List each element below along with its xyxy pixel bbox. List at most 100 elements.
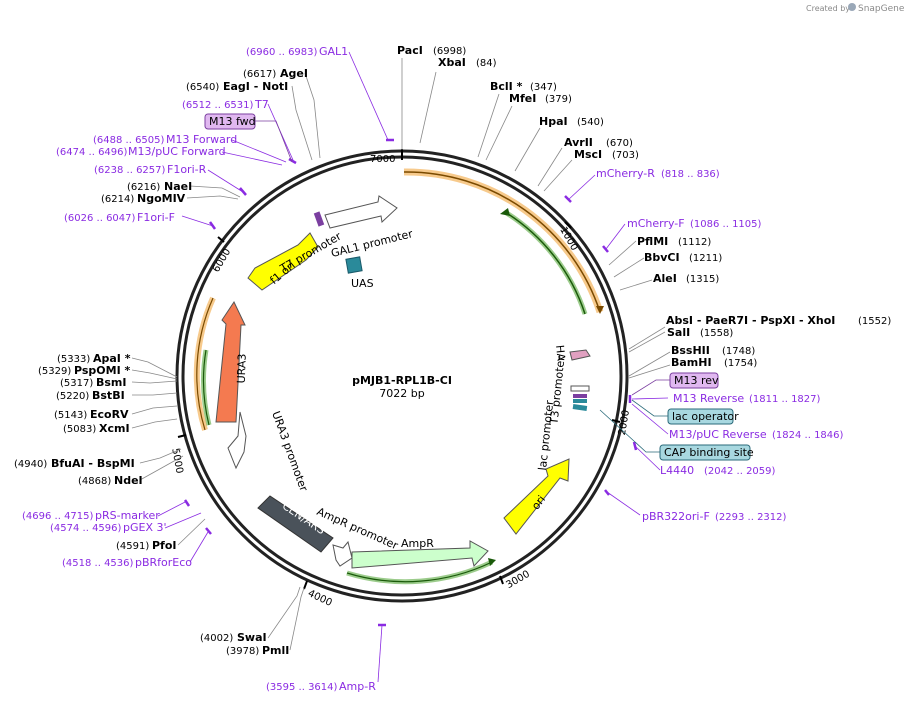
green-track-bottom-arrow-icon <box>488 558 496 566</box>
site-xhoi-group-pos: (1552) <box>858 316 891 327</box>
feature-ampr: AmpR <box>351 537 489 569</box>
primer-pbrforeco: pBRforEco <box>135 556 192 569</box>
primer-t7: T7 <box>254 98 269 111</box>
site-msci: MscI <box>574 148 602 161</box>
primer-mcherry-r-pos: (818 .. 836) <box>661 169 720 180</box>
orange-track-line <box>403 171 601 313</box>
credit-prefix: Created by <box>806 4 850 13</box>
primer-t7-pos: (6512 .. 6531) <box>182 100 254 111</box>
feature-gal1-promoter: T7 promoter GAL1 promoter <box>277 195 415 276</box>
primer-mcherry-f-pos: (1086 .. 1105) <box>690 219 762 230</box>
primer-l4440-pos: (2042 .. 2059) <box>704 466 776 477</box>
site-alei-pos: (1315) <box>686 274 719 285</box>
site-xbai: XbaI <box>438 56 466 69</box>
site-agei: AgeI <box>280 67 308 80</box>
site-bsmi-pos: (5317) <box>60 378 93 389</box>
site-pmli-pos: (3978) <box>226 646 259 657</box>
site-ecorv: EcoRV <box>90 408 129 421</box>
green-track-right-line <box>504 211 586 315</box>
label-uas: UAS <box>351 277 374 290</box>
site-xcmi-pos: (5083) <box>63 424 96 435</box>
primer-m13-reverse-pos: (1811 .. 1827) <box>749 394 821 405</box>
site-agei-pos: (6617) <box>243 69 276 80</box>
site-sali: SalI <box>667 326 690 339</box>
primer-m13-puc-reverse-pos: (1824 .. 1846) <box>772 430 844 441</box>
green-track-bottom-line <box>346 561 493 583</box>
primer-m13-puc-forward-pos: (6474 .. 6496) <box>56 147 128 158</box>
site-swai: SwaI <box>237 631 267 644</box>
box-cap-binding-site: CAP binding site <box>599 409 754 461</box>
site-bcli-pos: (347) <box>530 82 557 93</box>
primer-mcherry-f: mCherry-F <box>627 217 685 230</box>
site-bcli: BclI * <box>490 80 523 93</box>
site-xcmi: XcmI <box>99 422 130 435</box>
tick-3000: 3000 <box>504 569 532 591</box>
site-eagi-noti: EagI - NotI <box>223 80 288 93</box>
label-gal1-promoter: GAL1 promoter <box>330 227 415 260</box>
primer-prs-marker: pRS-marker <box>95 509 160 522</box>
feature-ha: HA <box>553 344 591 362</box>
green-track-right-arrow-icon <box>500 208 510 216</box>
site-xhoi-group: AbsI - PaeR7I - PspXI - XhoI <box>666 314 835 327</box>
primer-marks <box>183 138 638 627</box>
site-bstbi-pos: (5220) <box>56 391 89 402</box>
primer-f1ori-f-pos: (6026 .. 6047) <box>64 213 136 224</box>
tick-7000: 7000 <box>370 154 395 165</box>
feature-cen-ars: CEN/ARS <box>257 495 334 553</box>
box-m13-rev: M13 rev <box>631 372 719 396</box>
feature-t3-promoter: T3 promoter <box>547 355 590 426</box>
site-pspomi-pos: (5329) <box>38 366 71 377</box>
site-naei-pos: (6216) <box>127 182 160 193</box>
primer-gal1: GAL1 <box>319 45 348 58</box>
feature-ori: ori <box>503 458 570 535</box>
leader-lines <box>131 58 671 651</box>
site-pspomi: PspOMI * <box>74 364 131 377</box>
box-m13-fwd: M13 fwd <box>204 113 293 163</box>
primer-l4440: L4440 <box>660 464 694 477</box>
site-eagi-pos: (6540) <box>186 82 219 93</box>
plasmid-name: pMJB1-RPL1B-CI <box>352 374 452 387</box>
site-pflmi: PflMI <box>637 235 668 248</box>
site-avrii: AvrII <box>564 136 593 149</box>
site-apai: ApaI * <box>93 352 131 365</box>
site-alei: AleI <box>653 272 677 285</box>
primer-pbrforeco-pos: (4518 .. 4536) <box>62 558 134 569</box>
site-bbvci: BbvCI <box>644 251 680 264</box>
site-msci-pos: (703) <box>612 150 639 161</box>
primer-f1ori-f: F1ori-F <box>137 211 175 224</box>
primer-pbr322ori-f: pBR322ori-F <box>642 510 710 523</box>
tick-4000: 4000 <box>306 588 334 609</box>
site-apai-pos: (5333) <box>57 354 90 365</box>
feature-ura3-promoter: URA3 promoter <box>227 409 310 494</box>
site-sali-pos: (1558) <box>700 328 733 339</box>
primer-m13-forward: M13 Forward <box>166 133 237 146</box>
site-pfoi-pos: (4591) <box>116 541 149 552</box>
site-pmli: PmlI <box>262 644 289 657</box>
site-ndei-pos: (4868) <box>78 476 111 487</box>
orange-track-arrow-icon <box>596 306 604 314</box>
primer-amp-r-pos: (3595 .. 3614) <box>266 682 338 693</box>
site-naei: NaeI <box>164 180 192 193</box>
site-bsshii-pos: (1748) <box>722 346 755 357</box>
primer-mcherry-r: mCherry-R <box>596 167 655 180</box>
label-ura3: URA3 <box>235 353 249 383</box>
site-bsshii: BssHII <box>671 344 710 357</box>
site-ndei: NdeI <box>114 474 143 487</box>
primer-gal1-pos: (6960 .. 6983) <box>246 47 318 58</box>
box-lac-operator: lac operator <box>631 399 739 425</box>
primer-m13-puc-forward: M13/pUC Forward <box>128 145 226 158</box>
site-mfei: MfeI <box>509 92 536 105</box>
site-paci: PacI <box>397 44 423 57</box>
primer-prs-marker-pos: (4696 .. 4715) <box>22 511 94 522</box>
site-bbvci-pos: (1211) <box>689 253 722 264</box>
primer-pgex3: pGEX 3' <box>123 521 167 534</box>
box-m13-fwd-label: M13 fwd <box>209 115 256 128</box>
site-bamhi-pos: (1754) <box>724 358 757 369</box>
site-paci-pos: (6998) <box>433 46 466 57</box>
site-bamhi: BamHI <box>671 356 712 369</box>
feature-uas: UAS <box>345 256 374 290</box>
primer-f1ori-r: F1ori-R <box>167 163 207 176</box>
site-hpai: HpaI <box>539 115 568 128</box>
tick-5000: 5000 <box>169 447 184 474</box>
